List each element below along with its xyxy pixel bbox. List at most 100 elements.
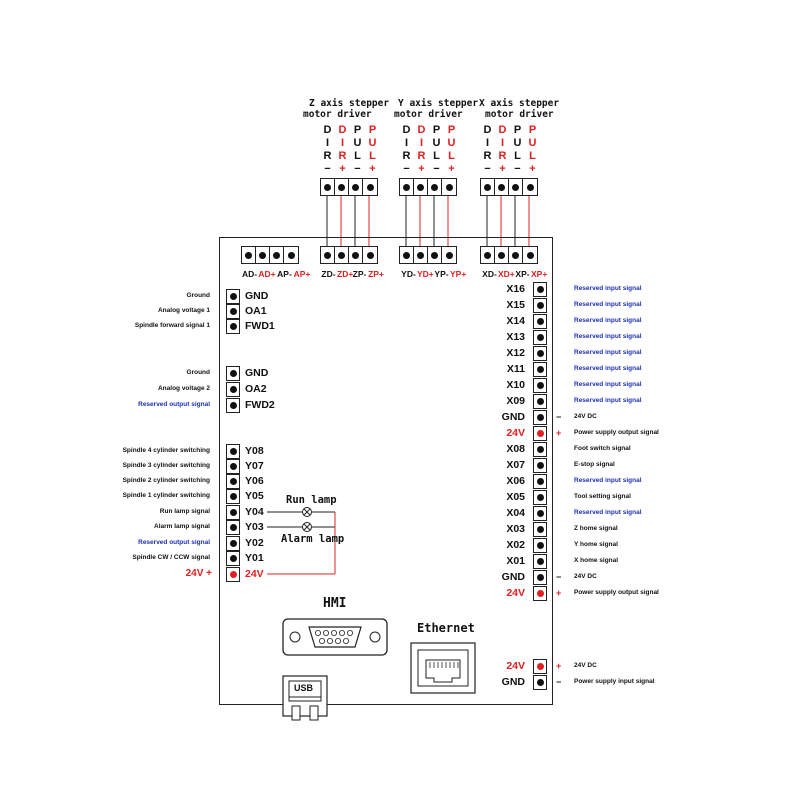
pin-label: X03 xyxy=(506,523,525,535)
analog-block-labels: AD-AD+AP-AP+ xyxy=(241,269,311,279)
pin-label: FWD1 xyxy=(245,320,275,332)
pin-label: GND xyxy=(501,676,525,688)
signal-description: Reserved input signal xyxy=(574,301,642,308)
pin-label: X04 xyxy=(506,507,525,519)
hmi-db9-port[interactable] xyxy=(282,618,388,656)
signal-description: Reserved input signal xyxy=(574,285,642,292)
x-driver-title: X axis stepper motor driver xyxy=(479,98,560,120)
signal-description: Ground xyxy=(186,292,210,299)
terminal-gnd xyxy=(533,675,547,690)
signal-description: Reserved input signal xyxy=(574,365,642,372)
signal-description: Reserved input signal xyxy=(574,381,642,388)
z-block-labels: ZD-ZD+ZP-ZP+ xyxy=(321,269,384,279)
terminal-x10 xyxy=(533,378,547,393)
terminal-24v xyxy=(533,586,547,601)
terminal-y04 xyxy=(226,505,240,520)
terminal-x01 xyxy=(533,554,547,569)
signal-description: Power supply output signal xyxy=(574,589,659,596)
terminal-y05 xyxy=(226,489,240,504)
pin-label: X13 xyxy=(506,331,525,343)
signal-description: X home signal xyxy=(574,557,619,564)
plus-mark: + xyxy=(556,428,562,438)
terminal-x09 xyxy=(533,394,547,409)
signal-description: Reserved input signal xyxy=(574,509,642,516)
terminal-gnd xyxy=(533,410,547,425)
signal-description: Spindle CW / CCW signal xyxy=(132,554,210,561)
signal-description: Run lamp signal xyxy=(159,508,210,515)
pin-label: OA1 xyxy=(245,305,267,317)
signal-description: Power supply input signal xyxy=(574,678,655,685)
terminal-x14 xyxy=(533,314,547,329)
terminal-x13 xyxy=(533,330,547,345)
signal-description: Spindle 4 cylinder switching xyxy=(122,447,210,454)
terminal-24v xyxy=(533,659,547,674)
signal-description: 24V DC xyxy=(574,662,597,669)
signal-description: Reserved input signal xyxy=(574,397,642,404)
terminal-x02 xyxy=(533,538,547,553)
terminal-oa1 xyxy=(226,304,240,319)
terminal-x12 xyxy=(533,346,547,361)
signal-description: Reserved input signal xyxy=(574,333,642,340)
controller-board xyxy=(219,237,553,705)
terminal-fwd2 xyxy=(226,398,240,413)
x-driver-terminal-block xyxy=(480,178,538,196)
terminal-y02 xyxy=(226,536,240,551)
pin-label: Y08 xyxy=(245,445,264,457)
terminal-x15 xyxy=(533,298,547,313)
signal-description: Reserved input signal xyxy=(574,477,642,484)
signal-description: Y home signal xyxy=(574,541,618,548)
pin-label: Y03 xyxy=(245,521,264,533)
signal-description: 24V DC xyxy=(574,573,597,580)
pin-label: X06 xyxy=(506,475,525,487)
pin-label: 24V xyxy=(506,660,525,672)
alarm-lamp-label: Alarm lamp xyxy=(281,533,345,545)
signal-description: Alarm lamp signal xyxy=(154,523,210,530)
y-block-labels: YD-YD+YP-YP+ xyxy=(401,269,467,279)
signal-description: Analog voltage 1 xyxy=(157,307,210,314)
signal-description: Spindle 3 cylinder switching xyxy=(122,462,210,469)
terminal-24v xyxy=(226,567,240,582)
terminal-y08 xyxy=(226,444,240,459)
pin-label: Y07 xyxy=(245,460,264,472)
signal-description: Reserved output signal xyxy=(138,539,210,546)
pin-label: X02 xyxy=(506,539,525,551)
minus-mark: − xyxy=(556,677,562,687)
signal-description: Reserved output signal xyxy=(138,401,210,408)
analog-terminal-block xyxy=(241,246,299,264)
pin-label: X07 xyxy=(506,459,525,471)
terminal-x08 xyxy=(533,442,547,457)
terminal-x04 xyxy=(533,506,547,521)
signal-description: Spindle forward signal 1 xyxy=(134,322,210,329)
terminal-x03 xyxy=(533,522,547,537)
pin-label: Y05 xyxy=(245,490,264,502)
signal-description: Analog voltage 2 xyxy=(157,385,210,392)
signal-description: Foot switch signal xyxy=(574,445,631,452)
pin-label: X01 xyxy=(506,555,525,567)
pin-label: X09 xyxy=(506,395,525,407)
pin-label: GND xyxy=(245,290,269,302)
pin-label: X05 xyxy=(506,491,525,503)
pin-label: FWD2 xyxy=(245,399,275,411)
ethernet-port[interactable] xyxy=(410,642,476,694)
terminal-24v xyxy=(533,426,547,441)
pin-label: OA2 xyxy=(245,383,267,395)
terminal-fwd1 xyxy=(226,319,240,334)
signal-description: Reserved input signal xyxy=(574,349,642,356)
signal-description: 24V + xyxy=(185,568,212,579)
terminal-y07 xyxy=(226,459,240,474)
usb-port[interactable] xyxy=(279,673,331,725)
terminal-y03 xyxy=(226,520,240,535)
pin-label: 24V xyxy=(506,427,525,439)
ethernet-label: Ethernet xyxy=(417,621,475,635)
signal-description: Tool setting signal xyxy=(574,493,631,500)
